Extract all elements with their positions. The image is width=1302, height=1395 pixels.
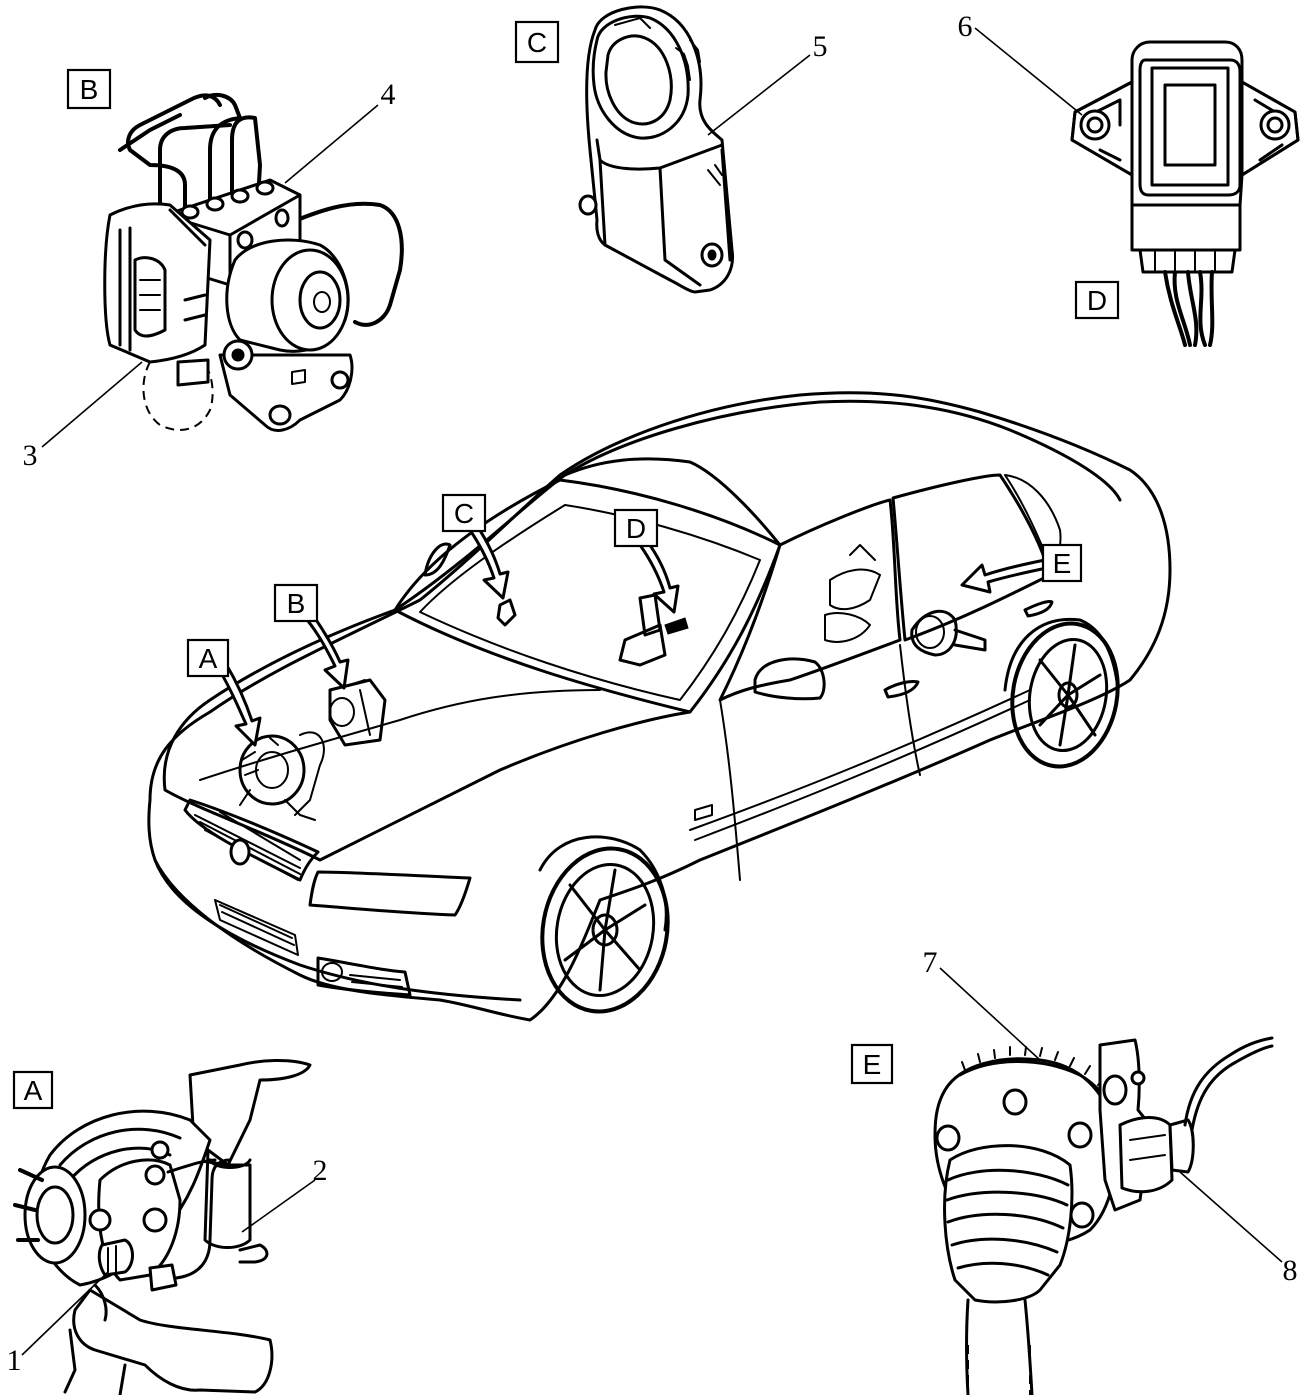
rear-hub-e [910,609,987,657]
callout-5: 5 [813,30,828,63]
rear-door-handle [1023,600,1054,618]
svg-text:B: B [287,588,306,619]
leader-4 [284,104,379,184]
callout-6: 6 [958,10,973,43]
callout-1: 1 [7,1344,22,1377]
hood-outline [162,608,692,862]
interior-seat-rear [824,612,871,643]
hood-crease [199,689,601,781]
vehicle-label-e: E [1041,543,1083,583]
inset-label-b: B [66,68,112,110]
rear-wheel [1003,617,1120,769]
callout-4: 4 [381,78,396,111]
yaw-sensor-wires [1163,270,1215,347]
rear-hub-ring [915,615,945,649]
svg-text:A: A [199,643,218,674]
arrow-e [960,558,1049,594]
svg-text:D: D [626,513,646,544]
floor-sensor-d-connector [664,617,689,635]
abs-harness-dashed [142,361,214,431]
windshield-inner [419,504,761,701]
leader-7 [939,967,1041,1061]
vehicle-illustration [147,391,1172,1022]
vehicle-label-a: A [186,638,230,678]
vehicle-label-d: D [613,508,659,548]
side-marker [694,804,713,821]
leader-6 [974,27,1083,116]
front-hub-a [238,731,325,821]
dash-sensor-c [496,598,517,627]
rear-door-line [899,644,921,776]
arrow-a [216,662,262,747]
svg-text:A: A [24,1075,43,1106]
inset-d-yaw-sensor [1070,40,1300,347]
inset-label-e: E [850,1043,894,1085]
callout-3: 3 [23,439,38,472]
leader-3 [41,361,143,448]
abs-unit-b [328,678,387,747]
inset-a-front-wheel-sensor [13,1058,312,1395]
inset-c-steering-sensor [578,5,735,294]
arrow-d [638,539,680,614]
callout-8: 8 [1283,1254,1298,1287]
inset-label-a: A [12,1070,54,1110]
floor-sensor-d [618,593,667,667]
leader-2 [241,1179,316,1233]
fog-light-lens [321,962,343,982]
side-mirror [753,657,826,701]
callout-numbers: 4 3 5 6 2 1 7 8 [7,10,1298,1377]
front-door-line [719,699,741,881]
interior-seat-front [829,544,881,611]
front-bumper [153,858,522,1002]
headlight [308,870,472,917]
lower-grille [214,899,299,956]
callout-leaders [21,27,1283,1356]
svg-text:E: E [1053,548,1072,579]
vehicle-label-c: C [441,493,487,533]
inset-label-d: D [1074,280,1120,320]
view-label-boxes: B C D A E A B C [12,20,1120,1110]
fog-light [316,956,412,997]
front-door-handle [883,680,920,699]
svg-text:C: C [454,498,474,529]
callout-2: 2 [313,1154,328,1187]
leader-5 [707,54,811,136]
roof-antenna [423,542,452,577]
leader-1 [21,1271,109,1356]
svg-text:D: D [1087,285,1107,316]
vehicle-roof-top [563,399,1122,502]
svg-text:B: B [80,74,99,105]
arrow-b [301,609,350,690]
vehicle-roof-line [393,457,782,612]
inset-e-rear-wheel-sensor [933,1036,1274,1395]
vehicle-label-b: B [273,583,319,623]
front-wheel [538,835,670,1014]
arrow-c [468,524,510,600]
body-side-moulding [689,689,1031,841]
fog-light-vents [349,974,403,988]
location-arrows [216,524,1049,747]
front-door-window [718,498,902,702]
svg-text:E: E [863,1049,882,1080]
svg-text:C: C [527,27,547,58]
inset-label-c: C [514,20,560,64]
callout-7: 7 [923,946,938,979]
inset-b-abs-modulator [103,92,404,432]
vehicle-badge [229,838,251,866]
leader-8 [1179,1171,1283,1263]
